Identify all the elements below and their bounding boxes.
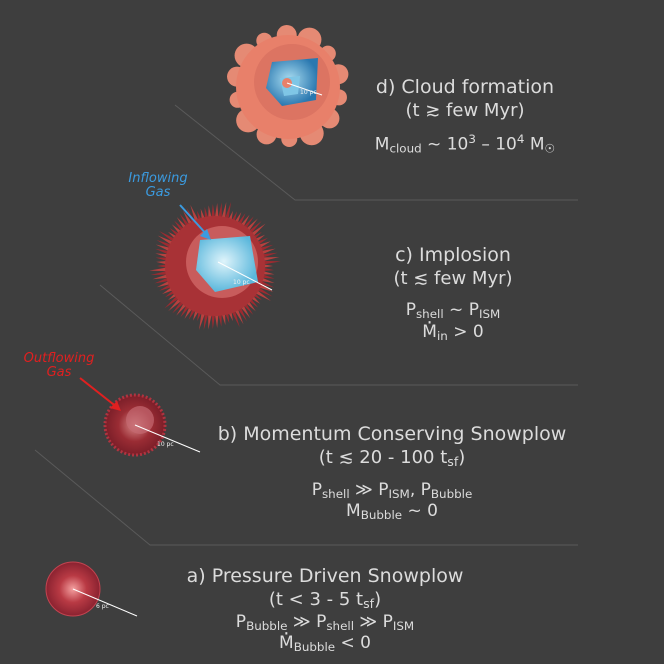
stage-a-sphere <box>45 561 138 617</box>
separator-b <box>34 449 578 546</box>
shell-spike <box>220 201 227 222</box>
scale-label-b: 10 pc <box>157 441 174 448</box>
shell-spike <box>150 270 170 276</box>
stage-b-text: b) Momentum Conserving Snowplow (t ≲ 20 … <box>212 423 572 523</box>
shell-spike <box>208 311 213 330</box>
stage-d-mass: Mcloud ~ 103 – 104 M☉ <box>374 132 556 156</box>
stage-a-text: a) Pressure Driven Snowplow (t < 3 - 5 t… <box>170 565 480 655</box>
stage-c-text: c) Implosion (t ≲ few Myr) Pshell ~ PISM… <box>333 244 573 344</box>
stage-b-eq1: Pshell ≫ PISM, PBubble <box>311 479 473 501</box>
inflow-arrow <box>179 204 211 240</box>
stage-b-time: (t ≲ 20 - 100 tsf) <box>318 446 466 469</box>
separator-d <box>174 104 578 201</box>
stage-a-title: a) Pressure Driven Snowplow <box>186 565 464 587</box>
stage-b-sphere <box>103 393 201 457</box>
stage-c-title: c) Implosion <box>395 244 511 266</box>
stage-c-eq1: Pshell ~ PISM <box>405 300 501 322</box>
shell-spike <box>203 310 210 331</box>
stage-c-time: (t ≲ few Myr) <box>393 267 513 289</box>
stage-b-eq2: MBubble ~ 0 <box>346 501 438 523</box>
shell-spike <box>224 201 231 222</box>
stage-d-time: (t ≳ few Myr) <box>405 99 525 121</box>
shell-spike <box>211 311 216 329</box>
shell-spike <box>214 203 219 221</box>
stage-d-sphere <box>227 25 349 147</box>
shell-spike <box>217 202 222 221</box>
stage-a-eq1: PBubble ≫ Pshell ≫ PISM <box>235 611 415 633</box>
scale-label-c: 10 pc <box>233 279 250 286</box>
stage-c-sphere <box>149 201 281 331</box>
stage-a-time: (t < 3 - 5 tsf) <box>268 588 382 611</box>
shell-spike <box>260 256 280 262</box>
scale-label-d: 10 pc <box>300 89 317 96</box>
separator-lines <box>34 104 578 546</box>
shell-spike <box>149 267 170 272</box>
stage-d-title: d) Cloud formation <box>375 76 555 98</box>
stage-b-title: b) Momentum Conserving Snowplow <box>217 423 567 445</box>
scale-label-a: 6 pc <box>96 603 109 610</box>
stage-d-text: d) Cloud formation (t ≳ few Myr) Mcloud … <box>360 76 570 157</box>
shell-spike <box>260 260 281 265</box>
shell-spike <box>199 310 206 331</box>
stage-a-eq2: MBubble < 0 <box>170 633 480 655</box>
stage-c-eq2: Min > 0 <box>333 322 573 344</box>
separator-c <box>99 284 578 386</box>
outflow-arrow <box>79 377 121 411</box>
